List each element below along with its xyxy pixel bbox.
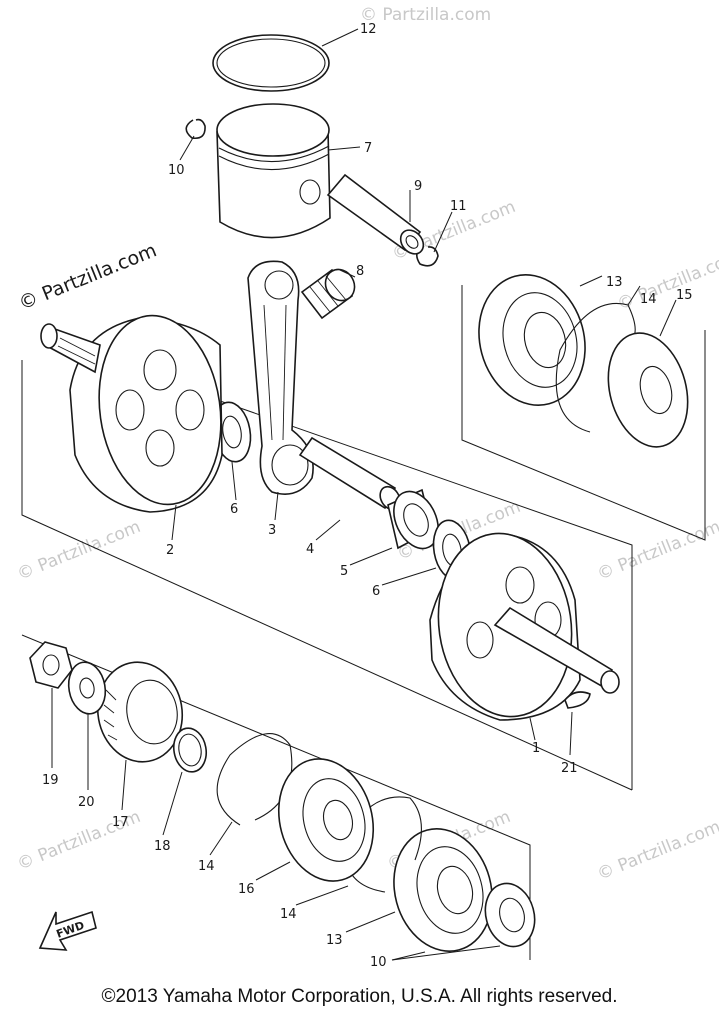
callout-10: 10 bbox=[168, 163, 185, 178]
callout-20: 20 bbox=[78, 795, 95, 810]
callout-16: 16 bbox=[238, 882, 255, 897]
callout-11: 12 bbox=[360, 22, 377, 37]
copyright-notice: ©2013 Yamaha Motor Corporation, U.S.A. A… bbox=[101, 986, 618, 1007]
small-end-bearing bbox=[300, 268, 356, 320]
callout-12: 10 bbox=[370, 955, 387, 970]
crank-half-right bbox=[429, 532, 620, 721]
watermark-main: © Partzilla.com bbox=[16, 239, 160, 314]
callout-13: 13 bbox=[606, 275, 623, 290]
lock-washer bbox=[67, 661, 107, 715]
callout-4: 4 bbox=[306, 542, 314, 557]
callout-labels: 12 7 10 9 11 8 13 14 15 2 6 3 4 5 6 1 21… bbox=[42, 22, 693, 970]
callout-5: 5 bbox=[340, 564, 348, 579]
watermark-faint: © Partzilla.com bbox=[594, 817, 719, 885]
callout-1: 1 bbox=[532, 741, 540, 756]
callout-21: 21 bbox=[561, 761, 578, 776]
fwd-arrow-icon: FWD bbox=[38, 910, 97, 951]
callout-19: 19 bbox=[42, 773, 59, 788]
primary-drive-gear bbox=[96, 661, 184, 763]
crank-pin bbox=[298, 436, 401, 511]
watermark-faint: © Partzilla.com bbox=[594, 517, 719, 585]
callout-10: 11 bbox=[450, 199, 467, 214]
o-ring bbox=[172, 727, 208, 773]
callout-14: 14 bbox=[198, 859, 215, 874]
watermark-faint: © Partzilla.com bbox=[360, 5, 491, 25]
watermark-faint: © Partzilla.com bbox=[614, 247, 719, 315]
oil-seal-lower bbox=[277, 758, 375, 882]
watermark-faint: © Partzilla.com bbox=[14, 517, 143, 585]
callout-6: 6 bbox=[230, 502, 238, 517]
snap-ring-upper bbox=[555, 303, 636, 433]
callout-2: 2 bbox=[166, 543, 174, 558]
callout-14: 14 bbox=[640, 292, 657, 307]
crank-bearing-lower bbox=[393, 828, 493, 952]
bearing-group-outline bbox=[461, 285, 706, 541]
piston-pin bbox=[326, 173, 425, 255]
callout-13: 13 bbox=[326, 933, 343, 948]
big-end-bearing bbox=[387, 488, 439, 550]
crank-outline-right bbox=[159, 379, 633, 790]
shim-washer bbox=[484, 882, 536, 948]
crank-bearing-upper bbox=[478, 274, 586, 406]
callout-7: 7 bbox=[364, 141, 372, 156]
hex-nut bbox=[29, 641, 73, 689]
callout-3: 3 bbox=[268, 523, 276, 538]
piston-ring bbox=[212, 34, 330, 92]
leader-lines bbox=[51, 28, 677, 961]
callout-9: 9 bbox=[414, 179, 422, 194]
woodruff-key bbox=[564, 691, 591, 709]
callout-15: 15 bbox=[676, 288, 693, 303]
oil-seal-upper bbox=[607, 332, 689, 448]
callout-6: 6 bbox=[372, 584, 380, 599]
callout-17: 17 bbox=[112, 815, 129, 830]
circlip-upper bbox=[185, 118, 206, 140]
connecting-rod bbox=[247, 260, 314, 495]
piston bbox=[216, 103, 331, 239]
callout-18: 18 bbox=[154, 839, 171, 854]
callout-14: 14 bbox=[280, 907, 297, 922]
crank-half-left bbox=[40, 314, 223, 513]
callout-8: 8 bbox=[356, 264, 364, 279]
crank-outline-left bbox=[21, 360, 633, 791]
